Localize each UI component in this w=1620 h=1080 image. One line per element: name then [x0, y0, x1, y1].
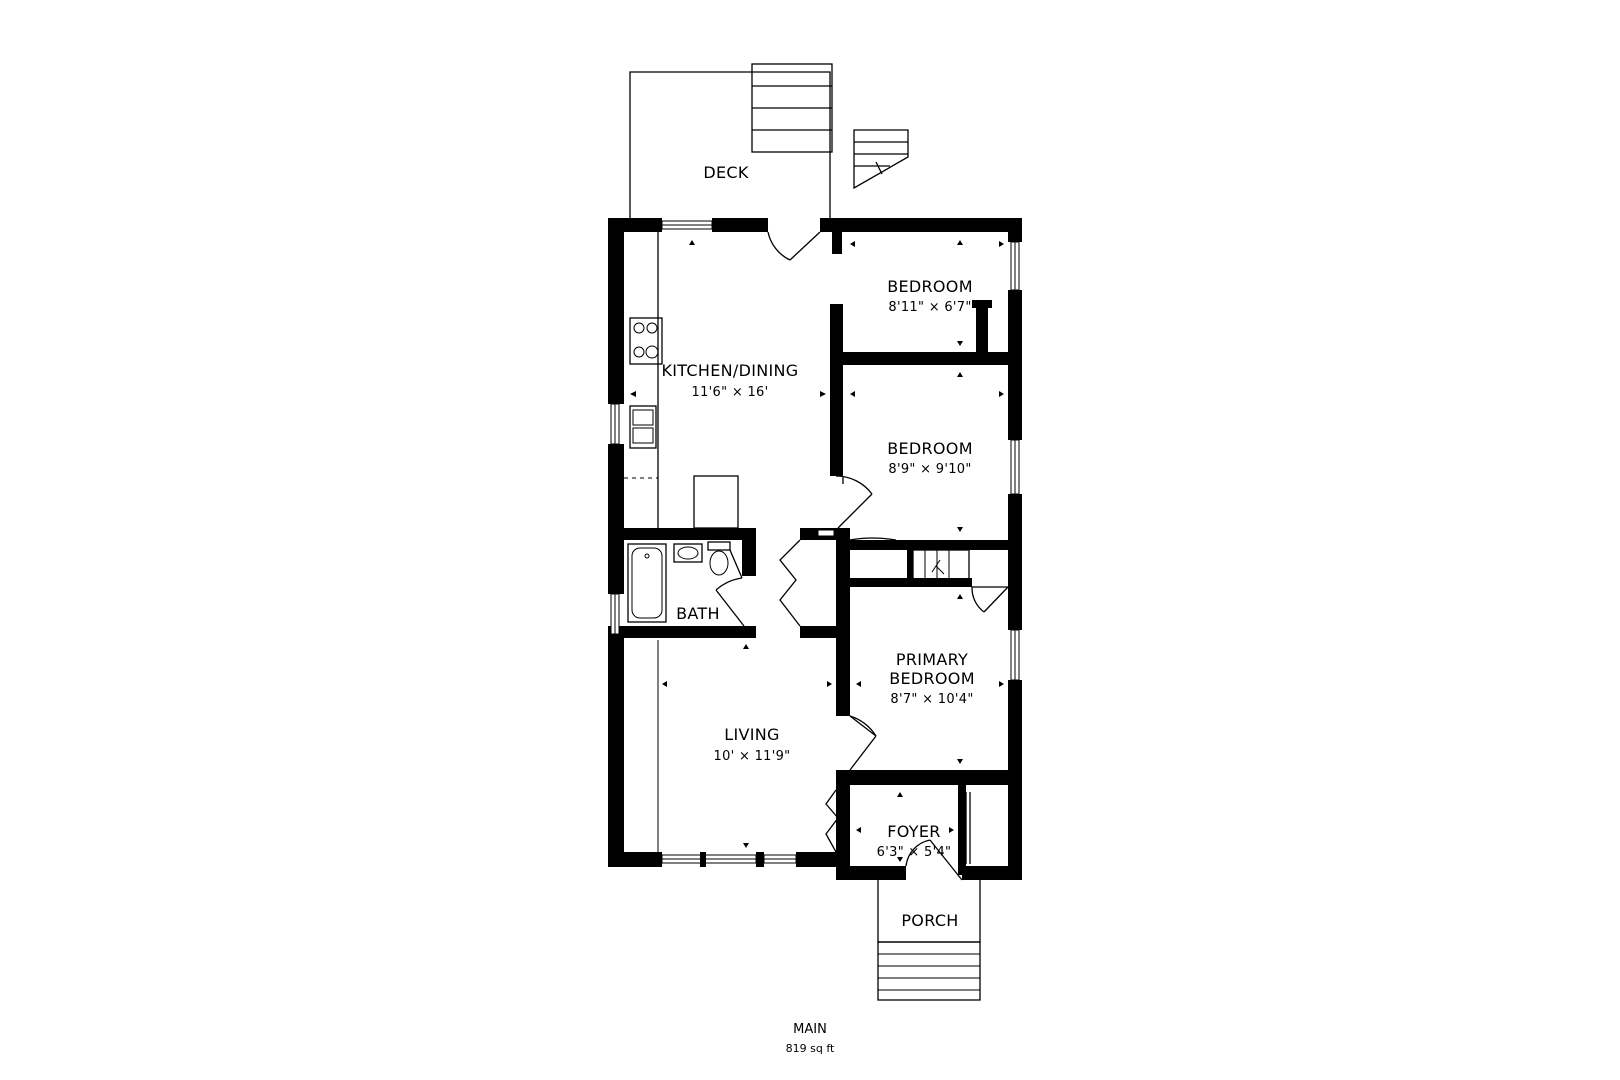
- kitchen-label: KITCHEN/DINING: [661, 361, 798, 380]
- deck-stairs: [751, 63, 833, 153]
- floor-area: 819 sq ft: [786, 1042, 835, 1055]
- toilet-icon: [707, 541, 731, 576]
- bath-label: BATH: [676, 604, 720, 623]
- bathtub-icon: [627, 543, 667, 623]
- porch-label: PORCH: [901, 911, 958, 930]
- living-label: LIVING: [724, 725, 779, 744]
- interior-stairs: [912, 549, 970, 581]
- walls: [608, 218, 1022, 880]
- bath-sink-icon: [673, 543, 703, 563]
- foyer-label: FOYER: [887, 822, 940, 841]
- outside-stairs: [853, 129, 909, 190]
- counter: [624, 232, 659, 528]
- deck-area: [629, 63, 833, 220]
- doors: [715, 231, 1009, 881]
- bedroom-mid-label: BEDROOM: [887, 439, 973, 458]
- kitchen-dims: 11'6" × 16': [692, 385, 769, 400]
- bedroom-top-dims: 8'11" × 6'7": [888, 300, 971, 315]
- floor-name: MAIN: [793, 1022, 827, 1037]
- foyer-dims: 6'3" × 5'4": [877, 845, 952, 860]
- living-dims: 10' × 11'9": [714, 749, 791, 764]
- stove-icon: [629, 317, 663, 365]
- dimension-markers: [630, 240, 1004, 862]
- deck-label: DECK: [703, 163, 749, 182]
- primary-label-line2: BEDROOM: [889, 669, 975, 688]
- refrigerator-icon: [693, 475, 739, 529]
- bedroom-mid-dims: 8'9" × 9'10": [888, 462, 971, 477]
- primary-label-line1: PRIMARY: [896, 650, 968, 669]
- kitchen-sink-icon: [629, 405, 657, 449]
- bedroom-top-label: BEDROOM: [887, 277, 973, 296]
- primary-dims: 8'7" × 10'4": [890, 692, 973, 707]
- porch-area: [877, 880, 981, 1001]
- windows: [610, 220, 1020, 867]
